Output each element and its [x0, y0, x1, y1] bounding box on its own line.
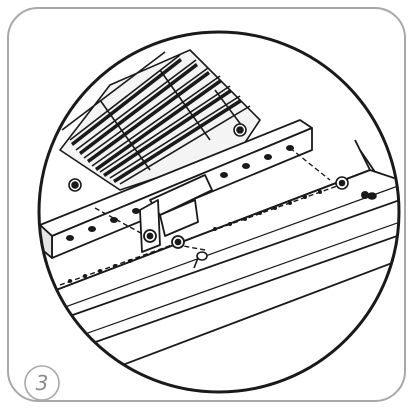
screw-left [193, 251, 208, 269]
step-badge [24, 365, 60, 401]
step-number: 3 [35, 371, 49, 395]
fastener-chain [68, 190, 322, 283]
detail-view [39, 49, 399, 392]
panel-frame [7, 7, 406, 402]
grill-grate [59, 49, 261, 192]
hinge-bracket [139, 174, 213, 253]
screw-right [335, 176, 377, 200]
detail-circle-outline [37, 30, 401, 394]
